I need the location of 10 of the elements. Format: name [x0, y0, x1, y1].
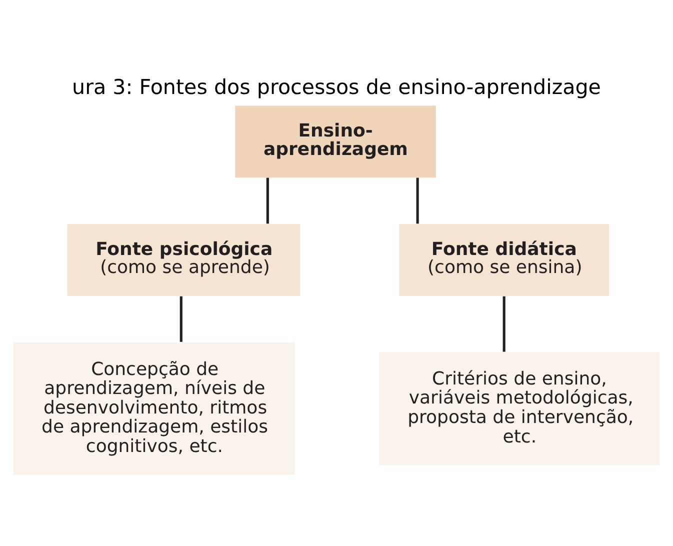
connector [416, 177, 419, 224]
node-box: Critérios de ensino, variáveis metodológicas, proposta de intervenção, etc. [379, 351, 660, 465]
connector [180, 296, 182, 342]
node-box: Fonte didática (como se ensina) [399, 223, 609, 296]
connector [266, 177, 269, 224]
node-box: Fonte psicológica (como se aprende) [67, 223, 300, 296]
diagram-title: ura 3: Fontes dos processos de ensino-aprendizage [72, 74, 601, 98]
node-box: Concepção de aprendizagem, níveis de desenvolvimento, ritmos de aprendizagem, estilos cognitivos, etc. [13, 342, 295, 474]
node-box: Ensino-aprendizagem [235, 105, 436, 178]
connector [502, 296, 506, 352]
